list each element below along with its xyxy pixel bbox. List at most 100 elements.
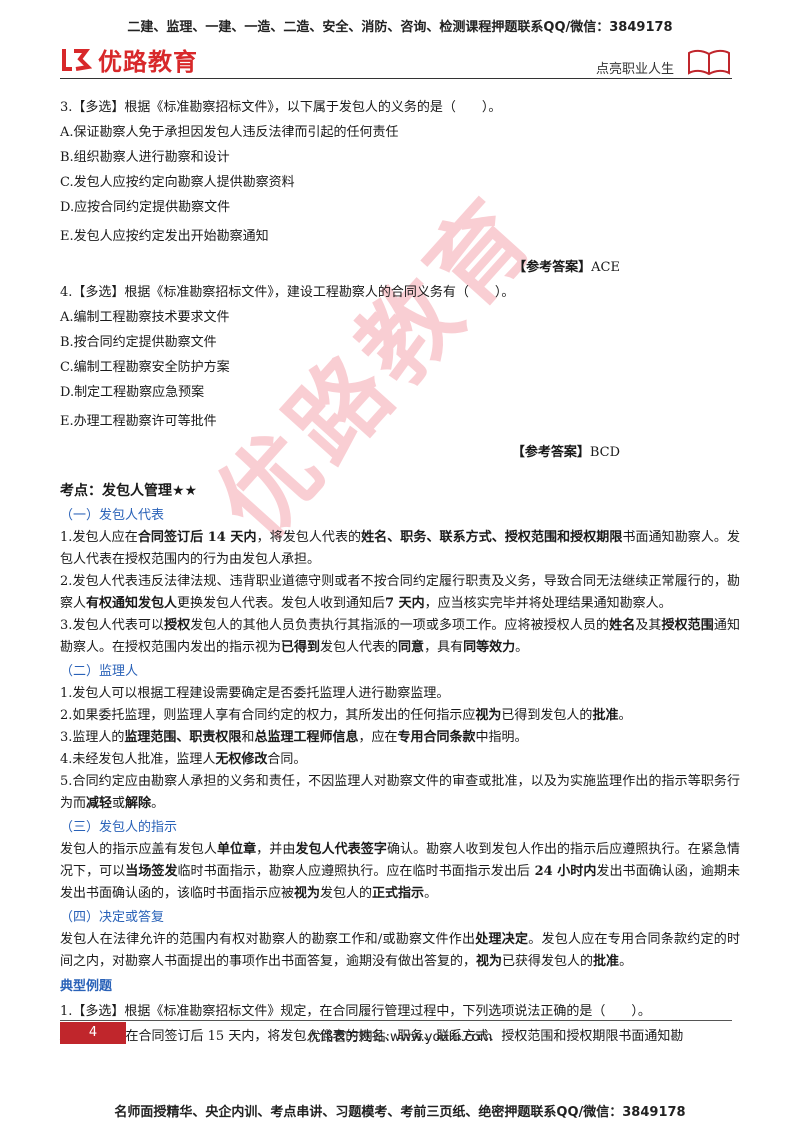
paragraph-text: ，具有: [424, 640, 464, 655]
sub3-body: 发包人的指示应盖有发包人单位章，并由发包人代表签字确认。勘察人收到发包人作出的指…: [60, 839, 740, 905]
paragraph-text: 1.发包人可以根据工程建设需要确定是否委托监理人进行勘察监理。: [60, 686, 450, 701]
paragraph-text: 通知勘察人。在授权范围内发出的指示视为: [60, 618, 740, 655]
emphasis-text: 授权范围: [661, 618, 714, 633]
paragraph-text: 发包人的: [320, 886, 373, 901]
paragraph-text: 确认。勘察人收到发包人作出的指示后应遵照执行。在紧急情况下，可以: [60, 842, 740, 879]
paragraph-text: 1.发包人应在: [60, 530, 138, 545]
paragraph: 2.发包人代表违反法律法规、违背职业道德守则或者不按合同约定履行职责及义务，导致…: [60, 571, 740, 615]
answer-label: 【参考答案】: [513, 260, 592, 275]
paragraph-text: 发包人代表的: [320, 640, 399, 655]
page-content: 3.【多选】根据《标准勘察招标文件》，以下属于发包人的义务的是（ ）。 A.保证…: [60, 95, 740, 1049]
logo-text: 优路教育: [98, 47, 198, 76]
top-banner: 二建、监理、一建、一造、二造、安全、消防、咨询、检测课程押题联系QQ/微信：38…: [127, 20, 673, 35]
emphasis-text: 专用合同条款: [397, 730, 476, 745]
paragraph: 1.发包人应在合同签订后 14 天内，将发包人代表的姓名、职务、联系方式、授权范…: [60, 527, 740, 571]
subheading-2: （二）监理人: [60, 664, 139, 679]
question-3-option-b: B.组织勘察人进行勘察和设计: [60, 150, 230, 165]
example-stem: 1.【多选】根据《标准勘察招标文件》规定，在合同履行管理过程中，下列选项说法正确…: [60, 1004, 651, 1019]
paragraph-text: 临时书面指示，勘察人应遵照执行。应在临时书面指示发出后: [177, 864, 530, 879]
bottom-banner: 名师面授精华、央企内训、考点串讲、习题模考、考前三页纸、绝密押题联系QQ/微信：…: [114, 1105, 686, 1120]
subheading-4: （四）决定或答复: [60, 910, 165, 925]
paragraph-text: 2.如果委托监理，则监理人享有合同约定的权力，其所发出的任何指示应: [60, 708, 476, 723]
emphasis-text: 发包人代表签字: [295, 842, 387, 857]
emphasis-text: 正式指示: [372, 886, 425, 901]
emphasis-text: 7 天内: [385, 596, 425, 611]
paragraph-text: 。: [151, 796, 165, 811]
paragraph: 3.监理人的监理范围、职责权限和总监理工程师信息，应在专用合同条款中指明。: [60, 727, 740, 749]
paragraph-text: 4.未经发包人批准，监理人: [60, 752, 216, 767]
emphasis-text: 解除: [125, 796, 152, 811]
paragraph-text: 更换发包人代表。发包人收到通知后: [177, 596, 386, 611]
emphasis-text: 总监理工程师信息: [254, 730, 359, 745]
question-4-option-b: B.按合同约定提供勘察文件: [60, 335, 217, 350]
paragraph-text: 合同。: [267, 752, 307, 767]
question-3-option-c: C.发包人应按约定向勘察人提供勘察资料: [60, 175, 295, 190]
paragraph: 1.发包人可以根据工程建设需要确定是否委托监理人进行勘察监理。: [60, 683, 740, 705]
website: 优路官方网站:www.youlu.com: [307, 1030, 493, 1045]
paragraph-text: 3.监理人的: [60, 730, 125, 745]
paragraph-text: 2.发包人代表违反法律法规、违背职业道德守则或者不按合同约定履行职责及义务，导致…: [60, 574, 740, 611]
emphasis-text: 批准: [592, 708, 619, 723]
emphasis-text: 视为: [475, 708, 502, 723]
paragraph: 发包人在法律允许的范围内有权对勘察人的勘察工作和/或勘察文件作出处理决定。发包人…: [60, 929, 740, 973]
emphasis-text: 姓名、职务、联系方式、授权范围和授权期限: [361, 530, 623, 545]
question-4-answer: 【参考答案】BCD: [60, 440, 740, 465]
paragraph-text: 5.合同约定应由勘察人承担的义务和责任，不因监理人对勘察文件的审查或批准，以及为…: [60, 774, 740, 811]
answer-value: ACE: [591, 260, 620, 275]
paragraph-text: 已获得发包人的: [502, 954, 594, 969]
paragraph-text: 。: [618, 708, 632, 723]
emphasis-text: 合同签订后 14 天内: [137, 530, 257, 545]
example-option-a: A.发包人应在合同签订后 15 天内，将发包人代表的姓名、职务、联系方式、授权范…: [60, 1029, 684, 1044]
paragraph-text: ，应在: [358, 730, 398, 745]
paragraph: 发包人的指示应盖有发包人单位章，并由发包人代表签字确认。勘察人收到发包人作出的指…: [60, 839, 740, 905]
question-4-stem: 4.【多选】根据《标准勘察招标文件》，建设工程勘察人的合同义务有（ ）。: [60, 285, 515, 300]
emphasis-text: 监理范围、职责权限: [124, 730, 242, 745]
emphasis-text: 已得到: [281, 640, 321, 655]
subheading-1: （一）发包人代表: [60, 508, 165, 523]
question-3-option-d: D.应按合同约定提供勘察文件: [60, 200, 231, 215]
question-3-answer: 【参考答案】ACE: [60, 255, 740, 280]
paragraph-text: 。发包人应在专用合同条款约定的时间之内，对勘察人书面提出的事项作出书面答复，逾期…: [60, 932, 740, 969]
slogan: 点亮职业人生: [595, 62, 674, 77]
paragraph-text: 已得到发包人的: [501, 708, 593, 723]
emphasis-text: 无权修改: [215, 752, 268, 767]
emphasis-text: 单位章: [216, 842, 257, 857]
paragraph-text: 中指明。: [475, 730, 528, 745]
page-header: 优路教育 点亮职业人生: [60, 42, 732, 79]
paragraph-text: 发出书面确认函，逾期未发出书面确认函的，该临时书面指示应被: [60, 864, 740, 901]
paragraph-text: 。: [619, 954, 633, 969]
book-icon: [688, 49, 730, 76]
paragraph: 4.未经发包人批准，监理人无权修改合同。: [60, 749, 740, 771]
paragraph-text: 3.发包人代表可以: [60, 618, 165, 633]
paragraph-text: 。: [515, 640, 529, 655]
question-4-option-d: D.制定工程勘察应急预案: [60, 385, 205, 400]
question-3-option-e: E.发包人应按约定发出开始勘察通知: [60, 229, 269, 244]
paragraph-text: 和: [241, 730, 255, 745]
emphasis-text: 视为: [476, 954, 503, 969]
logo: 优路教育: [60, 44, 198, 76]
paragraph-text: 发包人的其他人员负责执行其指派的一项或多项工作。应将被授权人员的: [190, 618, 610, 633]
paragraph: 5.合同约定应由勘察人承担的义务和责任，不因监理人对勘察文件的审查或批准，以及为…: [60, 771, 740, 815]
emphasis-text: 同等效力: [463, 640, 516, 655]
paragraph-text: 发包人的指示应盖有发包人: [60, 842, 217, 857]
answer-value: BCD: [589, 445, 620, 460]
paragraph-text: ，应当核实完毕并将处理结果通知勘察人。: [424, 596, 672, 611]
page-number: 4: [60, 1022, 126, 1044]
emphasis-text: 授权: [164, 618, 191, 633]
paragraph: 2.如果委托监理，则监理人享有合同约定的权力，其所发出的任何指示应视为已得到发包…: [60, 705, 740, 727]
emphasis-text: 批准: [593, 954, 620, 969]
question-4-option-a: A.编制工程勘察技术要求文件: [60, 310, 230, 325]
paragraph-text: 发包人在法律允许的范围内有权对勘察人的勘察工作和/或勘察文件作出: [60, 932, 476, 947]
sub4-body: 发包人在法律允许的范围内有权对勘察人的勘察工作和/或勘察文件作出处理决定。发包人…: [60, 929, 740, 973]
paragraph-text: 。: [424, 886, 438, 901]
paragraph-text: ，并由: [256, 842, 296, 857]
paragraph-text: 或: [112, 796, 126, 811]
emphasis-text: 视为: [294, 886, 321, 901]
answer-label: 【参考答案】: [511, 445, 590, 460]
emphasis-text: 当场签发: [125, 864, 178, 879]
emphasis-text: 减轻: [86, 796, 113, 811]
example-title: 典型例题: [60, 979, 113, 994]
footer-divider: [60, 1020, 732, 1021]
youlu-logo-icon: [62, 49, 92, 71]
emphasis-text: 24 小时内: [529, 864, 597, 879]
